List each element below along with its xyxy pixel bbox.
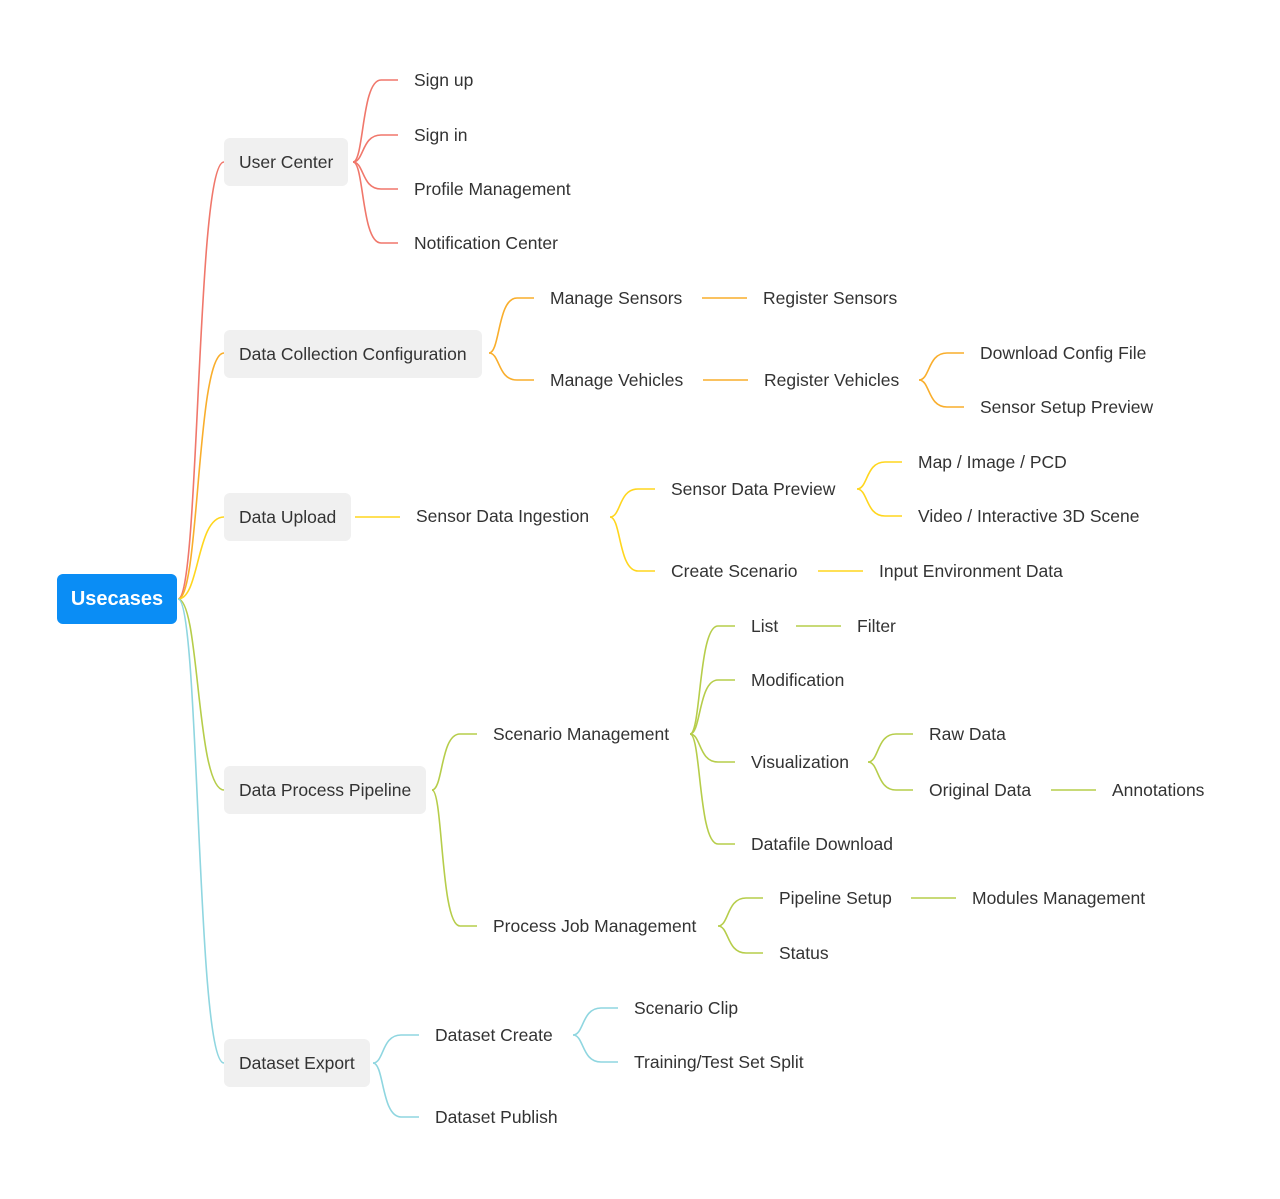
node-process-job-management[interactable]: Process Job Management (493, 916, 697, 936)
node-visualization[interactable]: Visualization (751, 752, 849, 772)
node-register-vehicles[interactable]: Register Vehicles (764, 370, 900, 390)
link-original-data (867, 761, 913, 791)
link-modification (689, 679, 735, 735)
link-root-user-center (177, 161, 225, 600)
node-data-process-pipeline[interactable]: Data Process Pipeline (224, 766, 427, 814)
link-dataset-create (372, 1034, 419, 1064)
node-manage-vehicles[interactable]: Manage Vehicles (550, 370, 684, 390)
node-video-interactive-3d-scene[interactable]: Video / Interactive 3D Scene (918, 506, 1140, 526)
link-download-config-file (918, 352, 964, 381)
node-datafile-download[interactable]: Datafile Download (751, 834, 894, 854)
link-root-data-upload (177, 516, 225, 600)
node-sign-in[interactable]: Sign in (414, 125, 468, 145)
node-sensor-setup-preview[interactable]: Sensor Setup Preview (980, 397, 1154, 417)
node-annotations[interactable]: Annotations (1112, 780, 1205, 800)
node-manage-sensors[interactable]: Manage Sensors (550, 288, 683, 308)
node-raw-data[interactable]: Raw Data (929, 724, 1006, 744)
link-process-job-management (431, 789, 477, 927)
node-pipeline-setup[interactable]: Pipeline Setup (779, 888, 892, 908)
link-root-data-collection (177, 352, 225, 600)
link-manage-vehicles (488, 352, 534, 381)
link-datafile-download (689, 733, 735, 845)
link-sign-in (352, 134, 398, 163)
link-sensor-setup-preview (918, 379, 964, 408)
node-original-data[interactable]: Original Data (929, 780, 1032, 800)
node-dataset-publish[interactable]: Dataset Publish (435, 1107, 558, 1127)
node-scenario-management[interactable]: Scenario Management (493, 724, 670, 744)
link-pipeline-setup (717, 897, 763, 927)
link-status (717, 925, 763, 954)
link-create-scenario (609, 516, 655, 572)
node-status[interactable]: Status (779, 943, 829, 963)
link-training-test-split (572, 1034, 618, 1063)
node-training-test-set-split[interactable]: Training/Test Set Split (634, 1052, 804, 1072)
link-dataset-publish (372, 1062, 419, 1118)
link-manage-sensors (488, 297, 534, 354)
node-sensor-data-preview[interactable]: Sensor Data Preview (671, 479, 836, 499)
link-notification-center (352, 161, 398, 244)
link-root-dataset-export (177, 598, 225, 1064)
link-raw-data (867, 733, 913, 763)
node-profile-management[interactable]: Profile Management (414, 179, 571, 199)
node-map-image-pcd[interactable]: Map / Image / PCD (918, 452, 1067, 472)
node-dataset-create[interactable]: Dataset Create (435, 1025, 553, 1045)
node-modules-management[interactable]: Modules Management (972, 888, 1146, 908)
node-scenario-clip[interactable]: Scenario Clip (634, 998, 739, 1018)
node-data-upload[interactable]: Data Upload (224, 493, 352, 541)
link-sign-up (352, 79, 398, 163)
node-user-center[interactable]: User Center (224, 138, 349, 186)
node-input-environment-data[interactable]: Input Environment Data (879, 561, 1063, 581)
link-root-data-process (177, 598, 225, 791)
node-filter[interactable]: Filter (857, 616, 896, 636)
link-visualization (689, 733, 735, 763)
node-sensor-data-ingestion[interactable]: Sensor Data Ingestion (416, 506, 590, 526)
node-data-collection-configuration[interactable]: Data Collection Configuration (224, 330, 482, 378)
root-node[interactable]: Usecases (57, 574, 177, 624)
node-create-scenario[interactable]: Create Scenario (671, 561, 798, 581)
link-list (689, 625, 735, 735)
node-list[interactable]: List (751, 616, 779, 636)
link-profile-management (352, 161, 398, 190)
node-sign-up[interactable]: Sign up (414, 70, 474, 90)
link-scenario-management (431, 733, 477, 791)
node-dataset-export[interactable]: Dataset Export (224, 1039, 370, 1087)
link-sensor-data-preview (609, 488, 655, 518)
link-video-3d-scene (856, 488, 902, 517)
link-scenario-clip (572, 1007, 618, 1036)
node-download-config-file[interactable]: Download Config File (980, 343, 1147, 363)
node-notification-center[interactable]: Notification Center (414, 233, 558, 253)
node-modification[interactable]: Modification (751, 670, 845, 690)
node-register-sensors[interactable]: Register Sensors (763, 288, 898, 308)
link-map-image-pcd (856, 461, 902, 490)
